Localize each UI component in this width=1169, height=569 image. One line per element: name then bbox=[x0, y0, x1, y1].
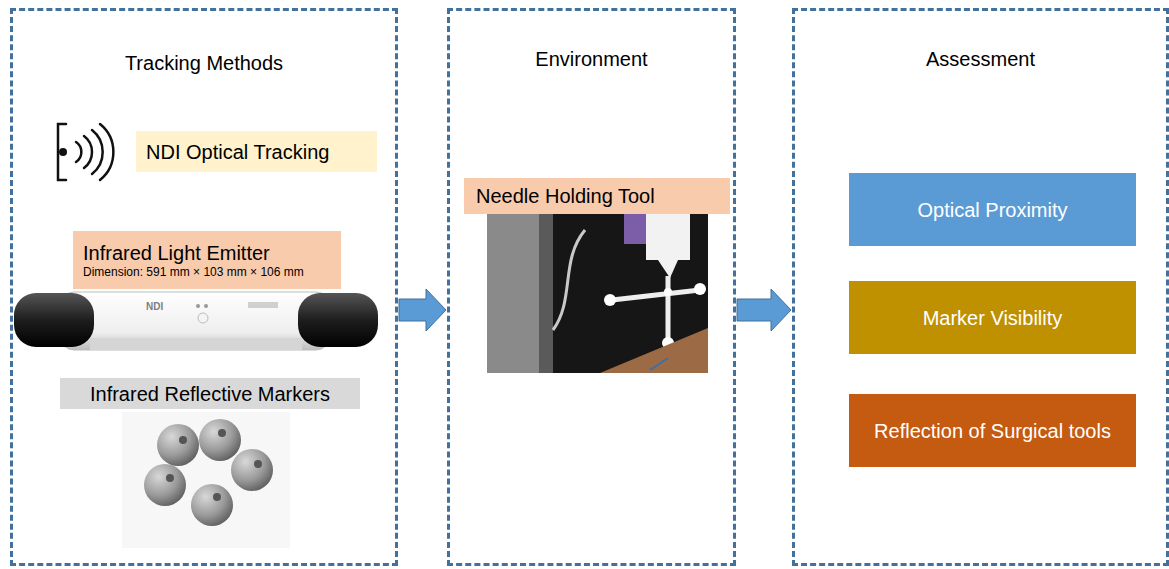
flow-arrow bbox=[737, 289, 791, 331]
panel-heading: Environment bbox=[450, 47, 733, 71]
tracking-icon bbox=[58, 124, 113, 180]
method-label: Infrared Light EmitterDimension: 591 mm … bbox=[73, 231, 341, 289]
box-label: Optical Proximity bbox=[859, 198, 1126, 222]
box-label: Reflection of Surgical tools bbox=[859, 419, 1126, 443]
panel-heading: Assessment bbox=[795, 47, 1166, 71]
box-label: Marker Visibility bbox=[859, 306, 1126, 330]
dashed-panel: AssessmentOptical ProximityMarker Visibi… bbox=[792, 8, 1169, 566]
flow-arrow bbox=[399, 289, 446, 331]
emitter-device bbox=[14, 292, 378, 350]
box-label: NDI Optical Tracking bbox=[146, 140, 367, 164]
assessment-box: Reflection of Surgical tools bbox=[849, 394, 1136, 467]
box-label: Infrared Light Emitter bbox=[83, 241, 331, 265]
dimension-note: Dimension: 591 mm × 103 mm × 106 mm bbox=[83, 265, 331, 279]
panel-heading: Tracking Methods bbox=[13, 51, 395, 75]
method-label: Infrared Reflective Markers bbox=[60, 378, 360, 409]
dashed-panel: Tracking MethodsNDI Optical TrackingInfr… bbox=[10, 8, 398, 566]
method-label: NDI Optical Tracking bbox=[136, 131, 377, 172]
box-label: Needle Holding Tool bbox=[476, 184, 718, 208]
assessment-box: Optical Proximity bbox=[849, 173, 1136, 246]
assessment-box: Marker Visibility bbox=[849, 281, 1136, 354]
marker-spheres bbox=[122, 412, 290, 548]
needle-tool-photo bbox=[487, 212, 708, 373]
dashed-panel: EnvironmentNeedle Holding Tool bbox=[447, 8, 736, 566]
box-label: Infrared Reflective Markers bbox=[68, 382, 352, 406]
device-logo: NDI bbox=[146, 301, 163, 312]
environment-label: Needle Holding Tool bbox=[464, 178, 730, 214]
